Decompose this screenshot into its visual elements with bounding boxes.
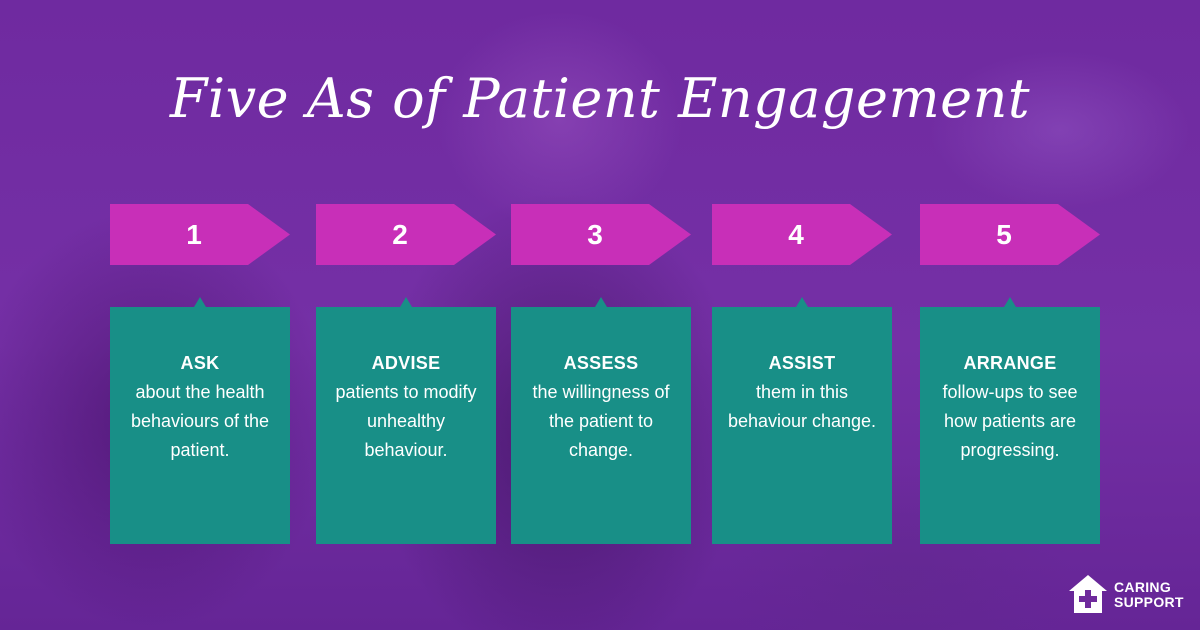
step-5-card: ARRANGE follow-ups to see how patients a… — [920, 297, 1100, 544]
step-heading: ASSIST — [768, 353, 836, 373]
step-number: 3 — [587, 219, 603, 250]
step-number: 2 — [392, 219, 408, 250]
step-5-arrow: 5 — [920, 204, 1100, 265]
step-4-card: ASSIST them in this behaviour change. — [712, 297, 892, 544]
step-2-card: ADVISE patients to modify unhealthy beha… — [316, 297, 496, 544]
step-description: the willingness of the patient to change… — [532, 382, 670, 460]
page-title: Five As of Patient Engagement — [169, 67, 1031, 130]
step-description: them in this behaviour change. — [727, 382, 877, 431]
step-number: 1 — [186, 219, 202, 250]
step-heading: ARRANGE — [963, 353, 1057, 373]
logo-line-1: CARING — [1114, 579, 1172, 595]
step-heading: ADVISE — [371, 353, 441, 373]
house-cross-icon — [1069, 575, 1107, 613]
step-2-arrow: 2 — [316, 204, 496, 265]
step-3-arrow: 3 — [511, 204, 691, 265]
step-1-card: ASK about the health behaviours of the p… — [110, 297, 290, 544]
step-description: patients to modify unhealthy behaviour. — [335, 382, 477, 460]
step-description: follow-ups to see how patients are progr… — [942, 382, 1078, 460]
step-4-arrow: 4 — [712, 204, 892, 265]
caring-support-logo: CARING SUPPORT — [1066, 570, 1191, 620]
step-description: about the health behaviours of the patie… — [130, 382, 270, 460]
step-3-card: ASSESS the willingness of the patient to… — [511, 297, 691, 544]
step-heading: ASK — [180, 353, 220, 373]
step-number: 4 — [788, 219, 804, 250]
step-heading: ASSESS — [563, 353, 639, 373]
logo-line-2: SUPPORT — [1114, 594, 1184, 610]
step-number: 5 — [996, 219, 1012, 250]
step-1-arrow: 1 — [110, 204, 290, 265]
logo-text: CARING SUPPORT — [1114, 580, 1184, 610]
